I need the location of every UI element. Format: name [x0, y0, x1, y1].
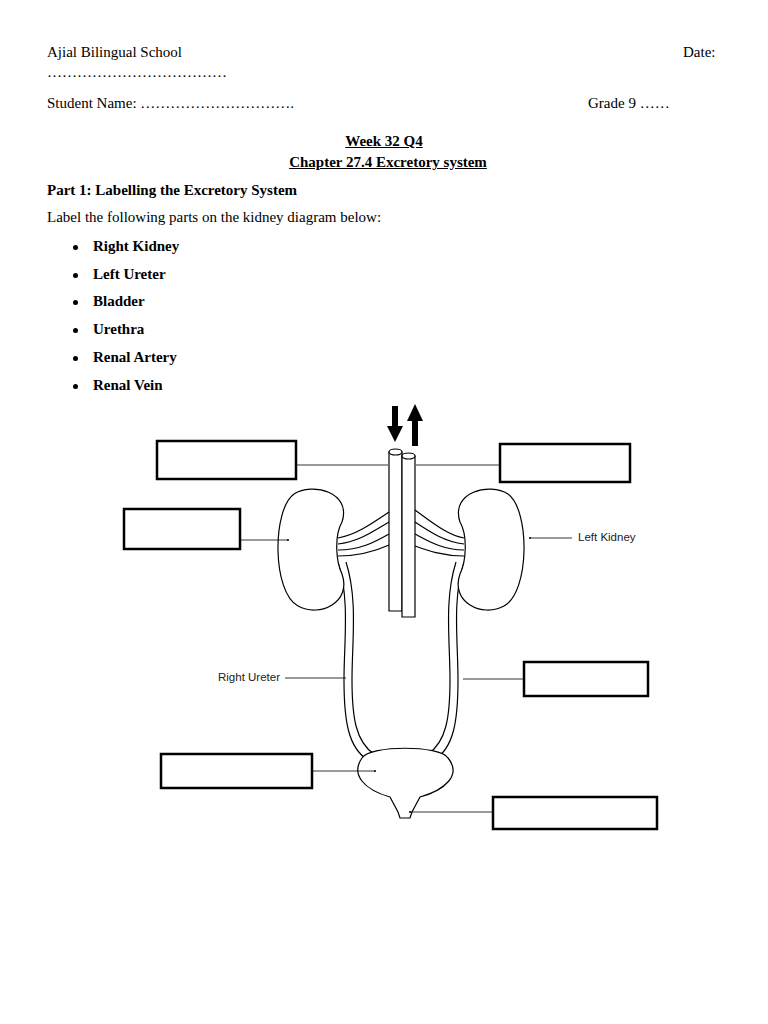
great-vessels: [389, 449, 415, 617]
diagram-label: Left Kidney: [576, 531, 638, 545]
student-name-field: Student Name: ………………………….: [47, 94, 294, 112]
answer-boxes: [124, 441, 657, 829]
part-heading: Part 1: Labelling the Excretory System: [47, 181, 297, 199]
up-arrow: [412, 420, 418, 446]
part-list-item: Urethra: [93, 320, 144, 338]
instruction: Label the following parts on the kidney …: [47, 208, 381, 226]
date-field: Date:: [683, 43, 715, 61]
leader-lines: [240, 465, 572, 812]
down-arrow-head: [387, 426, 403, 442]
chapter-heading: Chapter 27.4 Excretory system: [4, 153, 768, 171]
up-arrow-head: [407, 404, 423, 421]
right-kidney-shape: [278, 489, 344, 610]
part-list-item: Right Kidney: [93, 237, 179, 255]
school-name: Ajial Bilingual School: [47, 43, 182, 61]
renal-vessels: [338, 510, 464, 556]
list-bullet: [73, 356, 78, 361]
diagram-label: Right Ureter: [216, 671, 282, 685]
list-bullet: [73, 245, 78, 250]
bladder-shape: [358, 748, 453, 818]
list-bullet: [73, 300, 78, 305]
down-arrow: [392, 406, 398, 428]
part-list-item: Renal Artery: [93, 348, 177, 366]
dotted-line: ………………………………: [47, 63, 227, 81]
list-bullet: [73, 328, 78, 333]
worksheet-title: Week 32 Q4: [0, 132, 768, 150]
part-list-item: Left Ureter: [93, 265, 166, 283]
list-bullet: [73, 384, 78, 389]
part-list-item: Bladder: [93, 292, 145, 310]
grade-field: Grade 9 ……: [588, 94, 670, 112]
list-bullet: [73, 273, 78, 278]
part-list-item: Renal Vein: [93, 376, 163, 394]
left-kidney-shape: [458, 489, 524, 610]
